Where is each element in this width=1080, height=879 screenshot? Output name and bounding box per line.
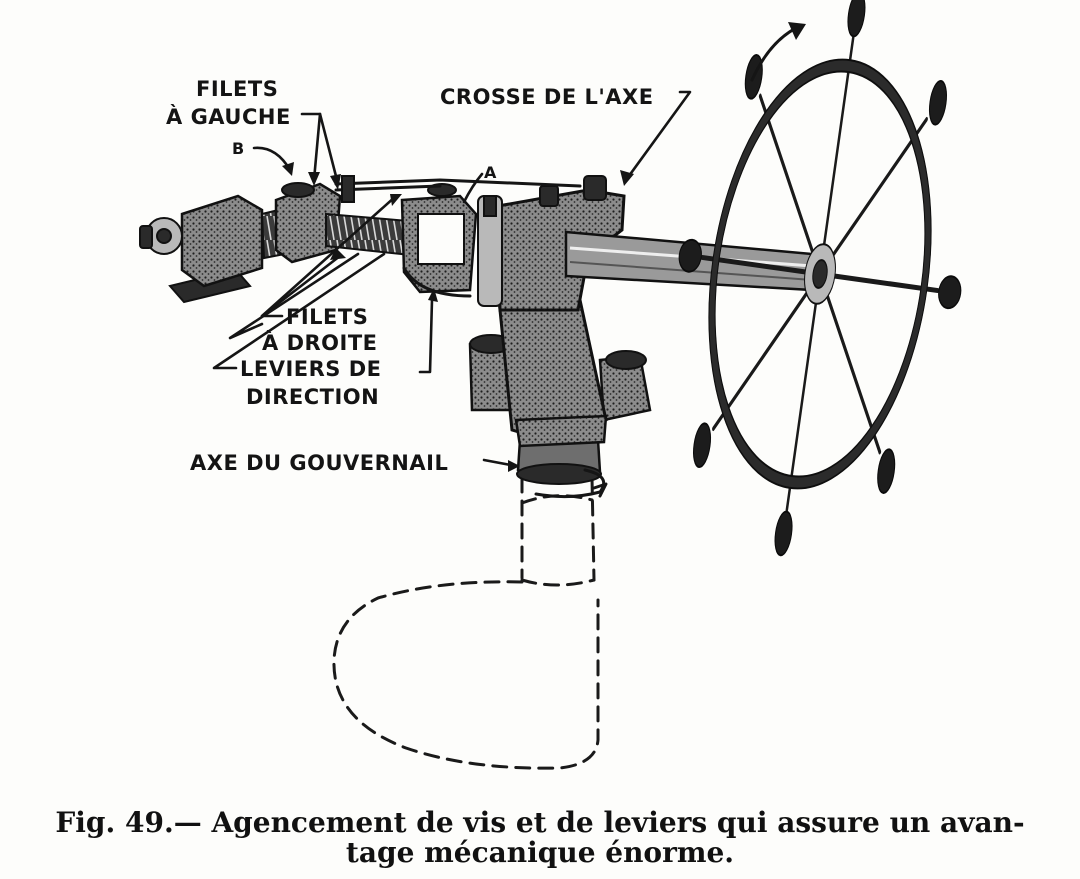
label-a: A xyxy=(484,163,497,182)
steering-wheel xyxy=(678,0,962,557)
rudder-outline xyxy=(332,476,600,770)
label-filets-gauche-2: À GAUCHE xyxy=(166,104,291,129)
caption-line-1: Fig. 49.— Agencement de vis et de levier… xyxy=(55,806,1024,839)
wheel-spokes xyxy=(700,35,940,513)
leader-lines xyxy=(212,90,692,472)
label-b: B xyxy=(232,139,244,158)
label-leviers-2: DIRECTION xyxy=(246,385,379,409)
rotation-arrow-icon xyxy=(750,22,806,82)
label-filets-gauche-1: FILETS xyxy=(196,77,278,101)
label-crosse-axe: CROSSE DE L'AXE xyxy=(440,85,654,109)
crosshead xyxy=(477,175,626,312)
caption-line-2: tage mécanique énorme. xyxy=(346,836,734,869)
label-axe-gouvernail: AXE DU GOUVERNAIL xyxy=(190,451,448,475)
pedestal xyxy=(468,284,652,448)
label-leviers-1: LEVIERS DE xyxy=(240,357,382,381)
label-filets-droite-2: À DROITE xyxy=(262,330,378,355)
labels: FILETS À GAUCHE B A CROSSE DE L'AXE FILE… xyxy=(166,77,654,475)
figure-caption: Fig. 49.— Agencement de vis et de levier… xyxy=(55,806,1024,869)
rudder-stock xyxy=(516,438,608,499)
wheel-handles xyxy=(678,0,962,557)
screw-assembly xyxy=(139,175,582,304)
label-filets-droite-1: FILETS xyxy=(286,305,368,329)
crank-end-icon xyxy=(139,217,183,255)
